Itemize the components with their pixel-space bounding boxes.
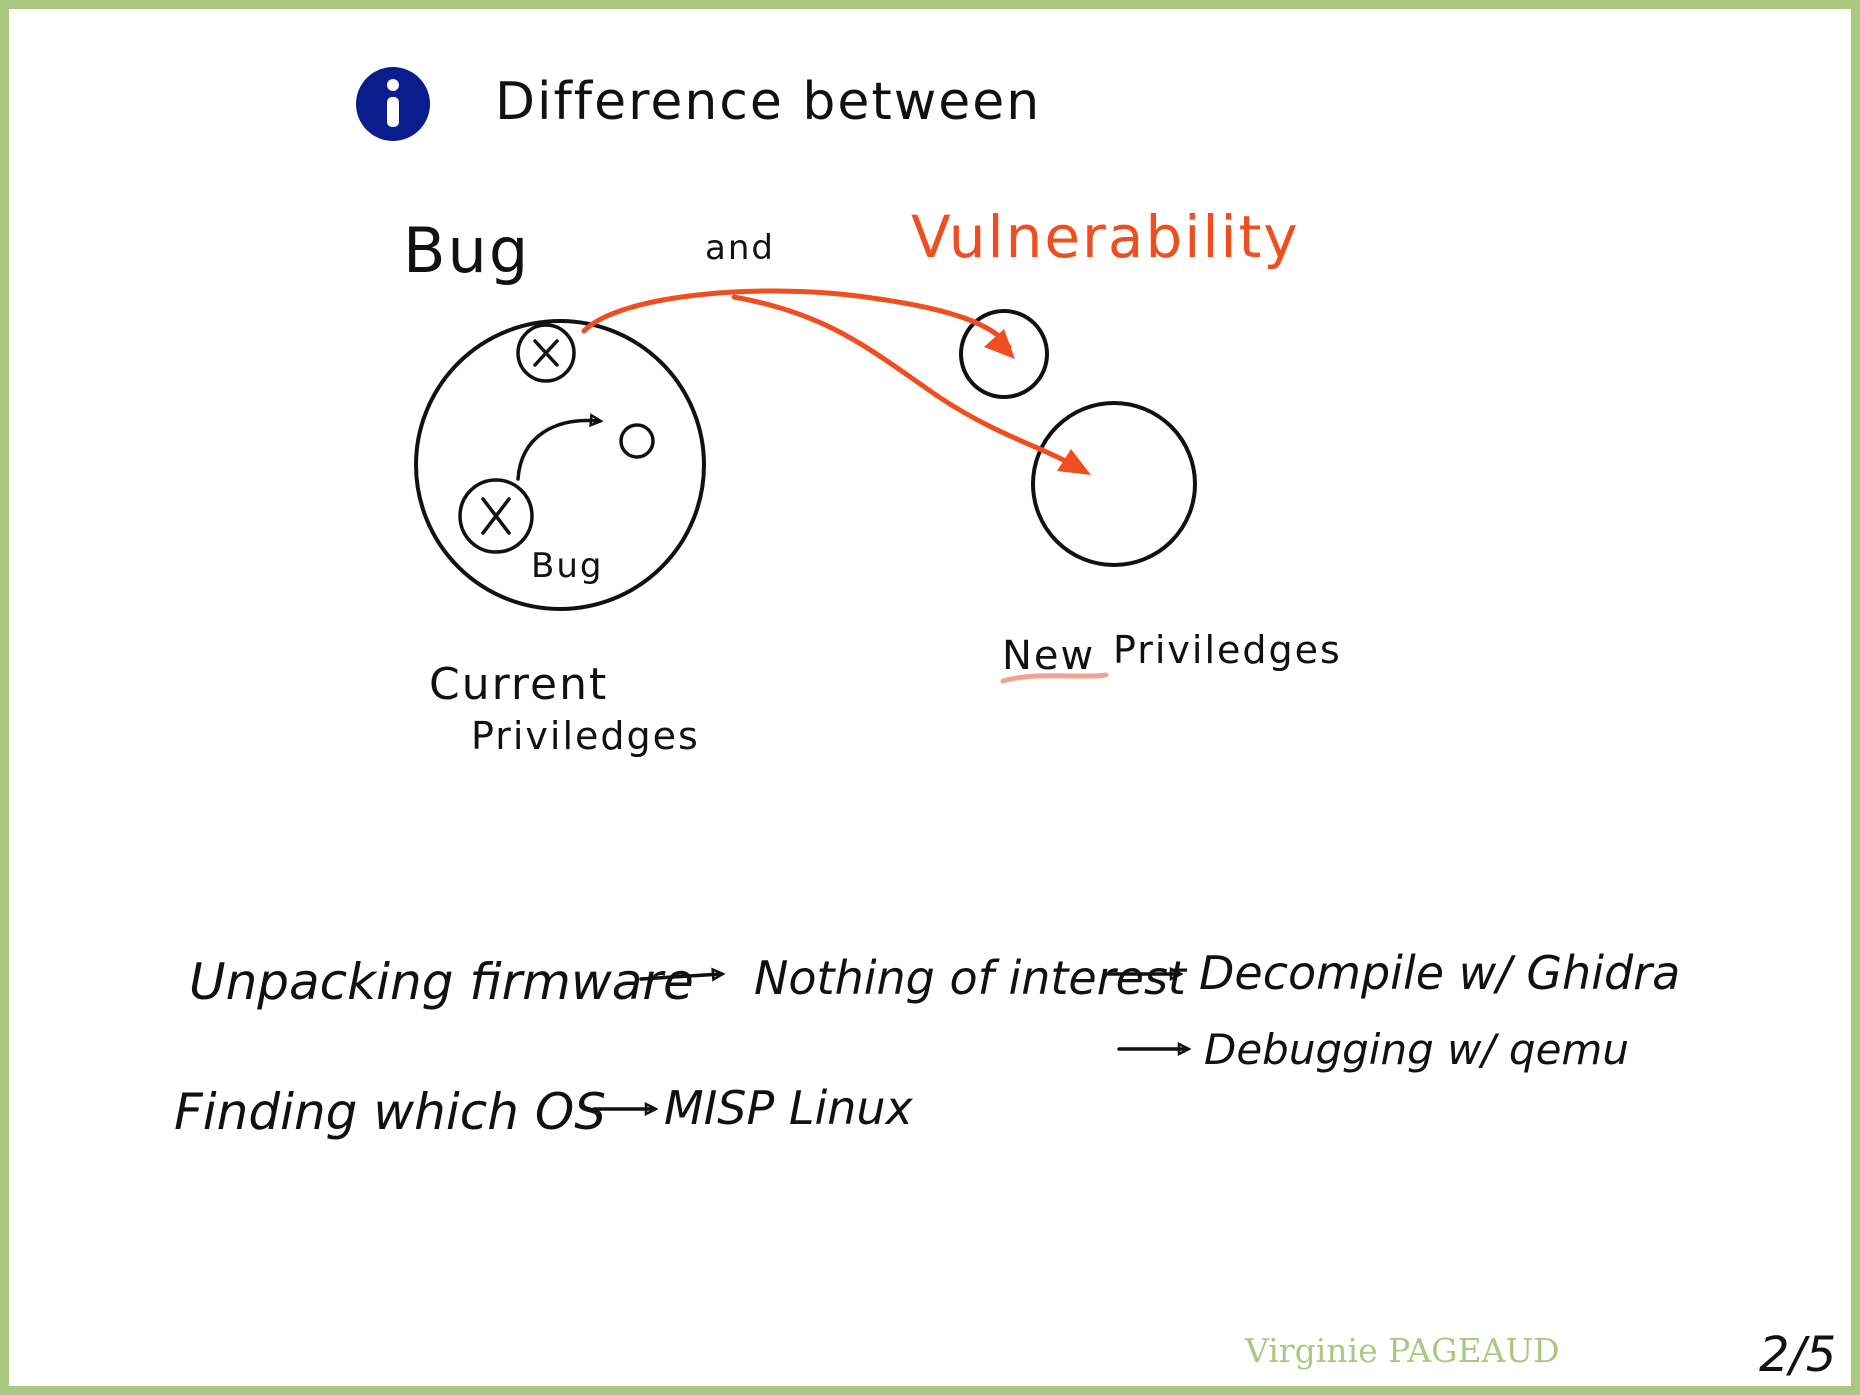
subtitle-vulnerability: Vulnerability [911,203,1300,271]
current-privileges-circle [414,319,706,611]
bug-node-top [516,323,576,383]
internal-arrow [516,420,599,481]
new-privileges-circle [1031,401,1197,567]
note-nothing-of-interest: Nothing of interest [754,951,1188,1005]
hand-drawn-diagram: Difference between Bug and Vulnerability… [174,67,1836,1383]
new-privileges-label-new: New [1002,633,1095,679]
author-credit: Virginie PAGEAUD [1245,1331,1560,1370]
bug-label: Bug [531,546,603,586]
arrow-1 [639,974,721,979]
note-decompile-ghidra: Decompile w/ Ghidra [1199,946,1680,1000]
page-title: Difference between [495,72,1041,132]
internal-target-circle [619,423,655,459]
note-finding-os: Finding which OS [174,1083,606,1141]
new-underline [1000,672,1109,684]
subtitle-and: and [705,228,775,268]
new-privileges-small-circle [959,309,1049,399]
vulnerability-arrow-1 [581,288,1012,350]
vulnerability-arrow-2 [731,294,1082,472]
page-number: 2/5 [1759,1327,1836,1383]
new-privileges-label-rest: Priviledges [1113,628,1342,672]
note-debugging-qemu: Debugging w/ qemu [1204,1025,1629,1074]
bug-node-left [458,478,534,554]
current-privileges-label-line1: Current [429,659,608,710]
note-misp-linux: MISP Linux [664,1081,914,1135]
subtitle-bug: Bug [403,214,530,287]
current-privileges-label-line2: Priviledges [471,714,700,758]
vulnerability-arrowhead-2 [1057,449,1091,475]
note-unpacking-firmware: Unpacking firmware [189,953,694,1011]
vulnerability-arrowhead-1 [984,329,1015,359]
info-icon [356,67,430,141]
